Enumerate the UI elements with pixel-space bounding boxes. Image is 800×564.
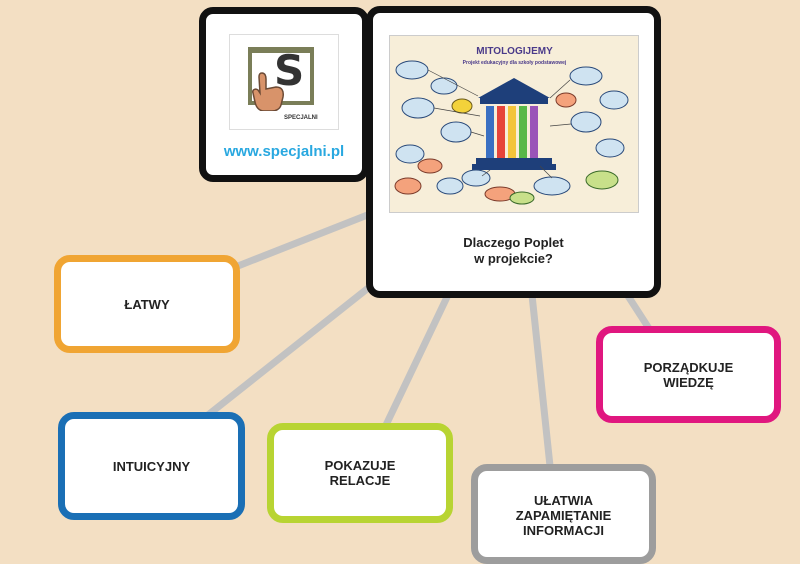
project-poster-image: MITOLOGIJEMY Projekt edukacyjny dla szko…: [388, 35, 639, 213]
poster-subtitle: Projekt edukacyjny dla szkoły podstawowe…: [462, 60, 567, 66]
link-porzadkuje: [624, 292, 654, 334]
center-node-label: Dlaczego Poplet w projekcie?: [463, 235, 564, 266]
specjalni-logo-card[interactable]: S SPECJALNI www.specjalni.pl: [199, 7, 369, 182]
link-pokazuje: [382, 291, 452, 429]
pointing-hand-icon: [252, 72, 284, 111]
poster-illustration: [394, 60, 628, 205]
node-ulatwia-zapamietanie[interactable]: UŁATWIA ZAPAMIĘTANIE INFORMACJI: [471, 464, 656, 564]
node-pokazuje-relacje[interactable]: POKAZUJE RELACJE: [267, 423, 453, 523]
connector-lines: [204, 208, 654, 470]
link-latwy: [234, 208, 379, 270]
center-node[interactable]: MITOLOGIJEMY Projekt edukacyjny dla szko…: [366, 6, 661, 298]
node-latwy[interactable]: ŁATWY: [54, 255, 240, 353]
website-url[interactable]: www.specjalni.pl: [223, 143, 345, 160]
link-intuicyjny: [204, 281, 376, 419]
specjalni-logo: S SPECJALNI: [229, 34, 339, 130]
logo-letter: S: [274, 46, 305, 95]
temple-icon: [471, 78, 556, 170]
node-intuicyjny[interactable]: INTUICYJNY: [58, 412, 245, 520]
node-porzadkuje-wiedze[interactable]: PORZĄDKUJE WIEDZĘ: [596, 326, 781, 423]
poster-title: MITOLOGIJEMY: [476, 46, 553, 57]
logo-subtitle: SPECJALNI: [284, 115, 318, 121]
link-ulatwia: [528, 291, 554, 470]
